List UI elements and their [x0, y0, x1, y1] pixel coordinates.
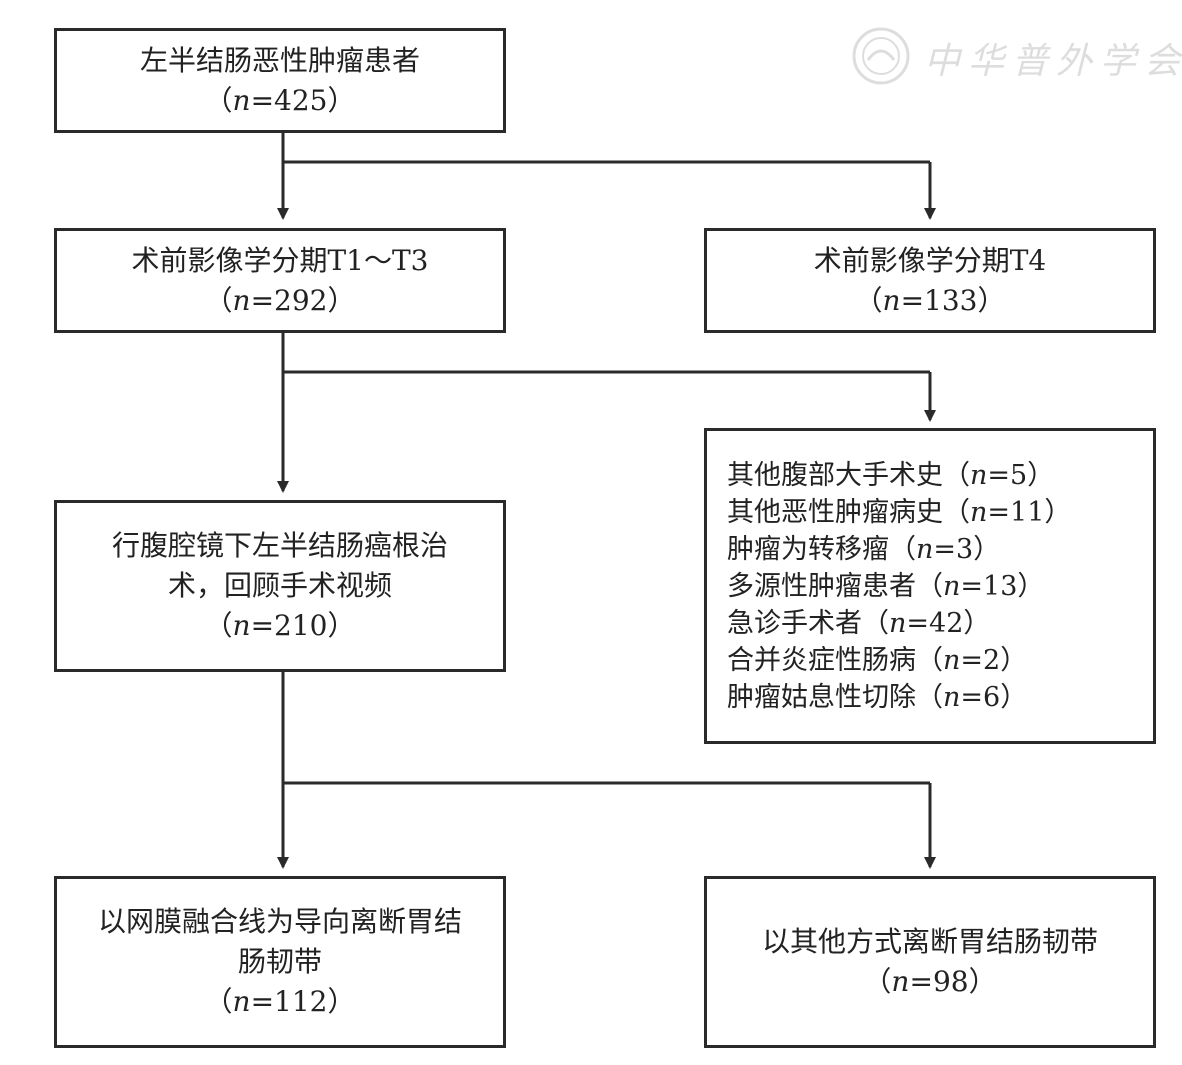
count-value: 112: [274, 985, 328, 1018]
box-patients: 左半结肠恶性肿瘤患者 （n=425）: [54, 28, 506, 133]
box-label: 术，回顾手术视频: [167, 569, 392, 602]
box-omental-fusion-line: 以网膜融合线为导向离断胃结 肠韧带 （n=112）: [54, 876, 506, 1048]
count-value: 2: [983, 644, 1001, 676]
exclusion-item: 其他恶性肿瘤病史（n=11）: [727, 496, 1072, 528]
count-value: 5: [1010, 459, 1028, 491]
box-staging-t4: 术前影像学分期T4 （n=133）: [704, 228, 1156, 333]
exclusion-label: 合并炎症性肠病: [727, 644, 916, 676]
count-value: 425: [274, 83, 328, 117]
exclusion-label: 急诊手术者: [727, 607, 862, 639]
box-count: （n=112）: [204, 985, 356, 1018]
exclusion-label: 多源性肿瘤患者: [727, 570, 916, 602]
count-value: 98: [932, 965, 969, 998]
exclusion-item: 其他腹部大手术史（n=5）: [727, 459, 1055, 491]
exclusion-item: 多源性肿瘤患者（n=13）: [727, 570, 1045, 602]
box-laparoscopic-surgery: 行腹腔镜下左半结肠癌根治 术，回顾手术视频 （n=210）: [54, 500, 506, 672]
box-label: 左半结肠恶性肿瘤患者: [139, 43, 420, 77]
count-value: 11: [1010, 496, 1045, 528]
exclusion-label: 肿瘤为转移瘤: [727, 533, 889, 565]
n-symbol: n: [943, 570, 961, 602]
exclusion-item: 急诊手术者（n=42）: [727, 607, 991, 639]
watermark-text: 中华普外学会: [924, 41, 1182, 82]
n-symbol: n: [232, 609, 251, 642]
box-label: 以其他方式离断胃结肠韧带: [761, 925, 1098, 958]
count-value: 3: [956, 533, 974, 565]
exclusion-label: 其他腹部大手术史: [727, 459, 943, 491]
n-symbol: n: [943, 681, 961, 713]
exclusion-item: 肿瘤姑息性切除（n=6）: [727, 681, 1028, 713]
count-value: 292: [274, 283, 328, 317]
n-symbol: n: [970, 496, 988, 528]
box-other-method: 以其他方式离断胃结肠韧带 （n=98）: [704, 876, 1156, 1048]
box-label: 行腹腔镜下左半结肠癌根治: [111, 529, 448, 562]
box-label: 以网膜融合线为导向离断胃结: [97, 905, 462, 938]
seal-icon: [852, 27, 910, 85]
n-symbol: n: [889, 607, 907, 639]
n-symbol: n: [943, 644, 961, 676]
count-value: 6: [983, 681, 1001, 713]
box-exclusions: 其他腹部大手术史（n=5） 其他恶性肿瘤病史（n=11） 肿瘤为转移瘤（n=3） 多源…: [704, 428, 1156, 744]
n-symbol: n: [232, 283, 251, 317]
box-count: （n=292）: [204, 283, 356, 317]
n-symbol: n: [970, 459, 988, 491]
box-count: （n=425）: [204, 83, 356, 117]
n-symbol: n: [882, 283, 901, 317]
box-label: 术前影像学分期T1～T3: [131, 243, 429, 277]
n-symbol: n: [232, 83, 251, 117]
box-count: （n=98）: [863, 965, 997, 998]
box-label: 术前影像学分期T4: [813, 243, 1047, 277]
count-value: 42: [929, 607, 964, 639]
n-symbol: n: [232, 985, 251, 1018]
exclusion-label: 其他恶性肿瘤病史: [727, 496, 943, 528]
watermark-logo: 中华普外学会: [848, 22, 1180, 92]
box-staging-t1-t3: 术前影像学分期T1～T3 （n=292）: [54, 228, 506, 333]
n-symbol: n: [891, 965, 910, 998]
exclusion-item: 肿瘤为转移瘤（n=3）: [727, 533, 1001, 565]
count-value: 133: [924, 283, 978, 317]
box-count: （n=133）: [854, 283, 1006, 317]
exclusion-item: 合并炎症性肠病（n=2）: [727, 644, 1028, 676]
box-label: 肠韧带: [237, 945, 322, 978]
count-value: 13: [983, 570, 1018, 602]
box-count: （n=210）: [204, 609, 356, 642]
count-value: 210: [274, 609, 328, 642]
exclusion-label: 肿瘤姑息性切除: [727, 681, 916, 713]
n-symbol: n: [916, 533, 934, 565]
